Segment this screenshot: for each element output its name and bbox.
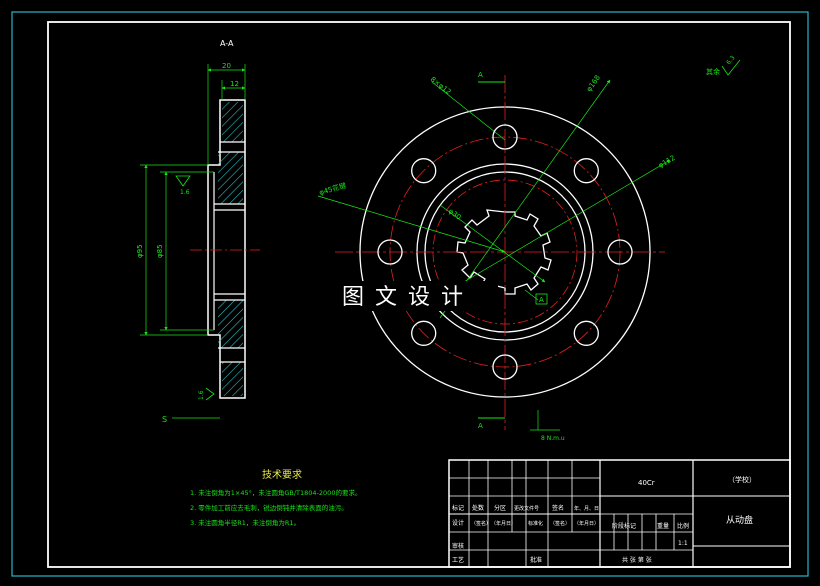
- technical-notes: 技术要求 1. 未注倒角为1×45°，未注圆角GB/T1804-2000的要求。…: [190, 468, 361, 527]
- tb-design-cell: （签名）: [471, 520, 491, 527]
- dim-holes: 8×φ12: [429, 75, 453, 96]
- tb-header-cell: 分区: [494, 504, 506, 512]
- tb-scale-label: 比例: [677, 522, 689, 530]
- dim-bcd: φ168: [585, 74, 602, 93]
- tb-approve-label: 批准: [530, 556, 542, 564]
- tb-header-cell: 处数: [472, 504, 484, 512]
- spline-bore: [456, 209, 552, 295]
- bolt-hole: [411, 320, 437, 346]
- datum-box: [535, 293, 548, 305]
- tb-design-cell: （年月日）: [574, 520, 599, 527]
- dim-overall-width: 20: [222, 62, 231, 70]
- tb-review-label: 审核: [452, 542, 464, 550]
- bolt-hole: [492, 124, 518, 150]
- roughness-left: 1.6: [180, 189, 190, 196]
- tb-header-cell: 签名: [552, 504, 564, 512]
- surface-finish-symbol: [721, 59, 741, 76]
- dim-od: φ112: [657, 154, 677, 170]
- tb-stage-label: 阶段标记: [612, 522, 636, 530]
- section-label: A-A: [220, 39, 234, 48]
- tb-design-cell: （年月日）: [491, 520, 516, 527]
- roughness-symbol: [205, 387, 215, 401]
- note-item: 2. 零件加工前应去毛刺，锐边倒钝并清除表面的油污。: [190, 503, 348, 512]
- title-block: [448, 459, 791, 568]
- tb-process-label: 工艺: [452, 556, 464, 564]
- surface-finish: 其余 6.3: [706, 54, 741, 76]
- front-view: A A 8×φ12 φ168 φ112 φ45花键 φ30 A 8 N.m.u: [317, 71, 677, 442]
- leader-bore: [439, 204, 546, 283]
- tb-sheet-label: 共 张 第 张: [622, 556, 652, 564]
- leader-od: [429, 159, 671, 303]
- hatch-top-rim: [222, 102, 243, 142]
- hatch-lower-hub: [218, 300, 243, 348]
- tb-school: （学校）: [728, 475, 756, 484]
- hatch-bottom-rim: [222, 362, 243, 396]
- tb-design-cell: 设计: [452, 519, 464, 527]
- bolt-hole: [492, 354, 518, 380]
- tb-weight-label: 重量: [657, 522, 669, 530]
- tb-design-cell: 标准化: [528, 520, 543, 527]
- leader-bcd: [439, 79, 611, 319]
- left-marker: S: [162, 415, 167, 424]
- dim-hub-width: 12: [230, 80, 239, 88]
- cut-label-bottom: A: [478, 422, 483, 430]
- dim-bottom: 8 N.m.u: [541, 435, 565, 442]
- roughness-bottom: 1.6: [198, 390, 205, 400]
- section-view: A-A 20 12 φ95 φ85: [136, 39, 260, 424]
- tb-scale-value: 1:1: [678, 540, 688, 547]
- tb-header-cell: 标记: [452, 504, 464, 512]
- bolt-hole: [377, 239, 403, 265]
- dim-diameter-inner: φ85: [156, 244, 164, 258]
- datum-label: A: [539, 296, 544, 304]
- leader-spline: [317, 195, 506, 253]
- tb-header-cell: 更改文件号: [514, 505, 539, 512]
- tb-part-name: 从动盘: [726, 514, 753, 526]
- hatch-upper-hub: [218, 152, 243, 204]
- notes-title: 技术要求: [262, 468, 302, 481]
- dim-diameter-outer: φ95: [136, 244, 144, 258]
- leader-holes: [431, 81, 506, 141]
- drawing-frame: [47, 21, 791, 568]
- tb-header-cell: 年、月、日: [574, 505, 599, 512]
- tb-material: 40Cr: [638, 479, 655, 487]
- surface-finish-value: 6.3: [725, 54, 737, 66]
- bolt-hole: [411, 158, 437, 184]
- watermark-bg: [338, 281, 498, 311]
- surface-finish-label: 其余: [706, 67, 720, 76]
- cut-label-top: A: [478, 71, 483, 79]
- note-item: 3. 未注圆角半径R1，未注倒角为R1。: [190, 518, 300, 527]
- note-item: 1. 未注倒角为1×45°，未注圆角GB/T1804-2000的要求。: [190, 488, 361, 497]
- outer-frame: [11, 11, 809, 577]
- roughness-symbol: [175, 175, 191, 187]
- tb-design-cell: （签名）: [550, 520, 570, 527]
- bolt-hole: [607, 239, 633, 265]
- watermark: 图 文 设 计: [342, 285, 465, 310]
- bolt-hole: [573, 158, 599, 184]
- bolt-hole: [573, 320, 599, 346]
- dim-spline: φ45花键: [318, 181, 347, 197]
